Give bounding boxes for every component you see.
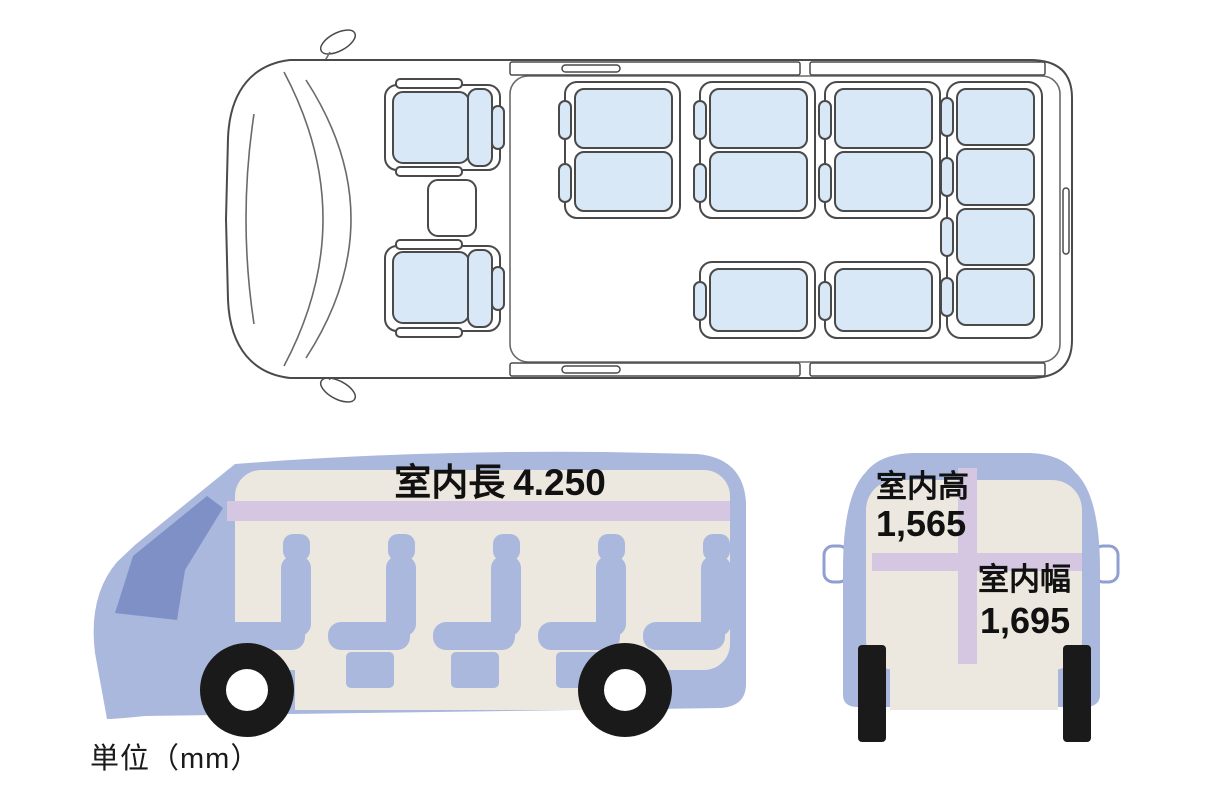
headrest	[818, 163, 832, 203]
door-step	[561, 365, 621, 374]
headrest	[491, 105, 505, 150]
door-rail	[809, 362, 1046, 377]
rear-interior-lower	[890, 662, 1058, 710]
interior-length-bar	[227, 501, 730, 521]
door-rail	[509, 61, 801, 76]
door-rail	[809, 61, 1046, 76]
seatback	[596, 556, 626, 636]
seatback	[834, 268, 933, 332]
headrest	[693, 281, 707, 321]
interior-width-bar	[872, 553, 1082, 571]
headrest	[940, 217, 954, 257]
headrest	[940, 157, 954, 197]
armrest	[395, 78, 463, 89]
interior-width-value: 1,695	[980, 600, 1070, 641]
seatback	[956, 148, 1035, 206]
seatback	[574, 88, 673, 149]
seat-base	[346, 652, 394, 688]
armrest	[395, 166, 463, 177]
headrest	[558, 100, 572, 140]
cushion	[392, 251, 470, 324]
seat-unit-row3	[693, 81, 816, 219]
seat-profile	[328, 534, 416, 688]
rear-wheel-right	[1063, 645, 1091, 742]
front-grille-line	[245, 113, 255, 325]
headrest	[558, 163, 572, 203]
rear-view-diagram: 室内高 1,565 室内幅 1,695	[822, 453, 1120, 742]
cabin-inner-outline	[509, 75, 1061, 363]
cushion	[392, 91, 470, 164]
seatback	[491, 556, 521, 636]
seatback	[956, 268, 1035, 326]
windshield-line	[305, 79, 352, 359]
seatback	[701, 556, 731, 636]
seat-profile	[643, 534, 731, 650]
interior-height-value: 1,565	[876, 503, 966, 544]
cushion	[433, 622, 515, 650]
seat-front-lower	[384, 239, 505, 338]
headrest	[818, 281, 832, 321]
interior-height-label: 室内高	[876, 469, 969, 504]
cushion	[538, 622, 620, 650]
armrest	[395, 239, 463, 250]
seatback	[834, 151, 933, 212]
seatback	[467, 88, 493, 167]
seat-unit-lower-row3	[693, 261, 816, 339]
door-rail	[509, 362, 801, 377]
seat-profile	[433, 534, 521, 688]
door-step	[561, 64, 621, 73]
headrest	[940, 277, 954, 317]
headrest	[818, 100, 832, 140]
seatback	[574, 151, 673, 212]
headrest	[491, 266, 505, 311]
seatback	[386, 556, 416, 636]
armrest	[395, 327, 463, 338]
interior-width-label: 室内幅	[978, 562, 1071, 597]
headrest	[693, 163, 707, 203]
headrest	[598, 534, 625, 561]
seatback	[709, 88, 808, 149]
seatback	[467, 249, 493, 328]
cushion	[328, 622, 410, 650]
headrest	[283, 534, 310, 561]
headrest	[940, 97, 954, 137]
front-wheel	[200, 643, 294, 737]
cabin-interior-lower	[295, 670, 585, 710]
seatback	[709, 151, 808, 212]
top-view-diagram	[224, 29, 1073, 403]
seat-profile	[223, 534, 311, 650]
seat-unit-row2	[558, 81, 681, 219]
seat-rear-bench	[940, 81, 1043, 339]
seat-base	[451, 652, 499, 688]
rear-door-handle	[1062, 187, 1070, 255]
seat-unit-lower-row4	[818, 261, 941, 339]
headrest	[703, 534, 730, 561]
headrest	[693, 100, 707, 140]
seat-front-upper	[384, 78, 505, 177]
seatback	[834, 88, 933, 149]
windshield-shadow	[115, 496, 223, 620]
headrest	[493, 534, 520, 561]
headrest	[388, 534, 415, 561]
cushion	[223, 622, 305, 650]
seatback	[956, 208, 1035, 266]
unit-note: 単位（mm）	[90, 743, 261, 775]
cowl-line	[283, 71, 324, 367]
seat-unit-row4	[818, 81, 941, 219]
cushion	[643, 622, 725, 650]
seatback	[709, 268, 808, 332]
rear-wheel-left	[858, 645, 886, 742]
rear-wheel	[578, 643, 672, 737]
seatback	[281, 556, 311, 636]
seatback	[956, 88, 1035, 146]
center-console	[427, 179, 477, 237]
